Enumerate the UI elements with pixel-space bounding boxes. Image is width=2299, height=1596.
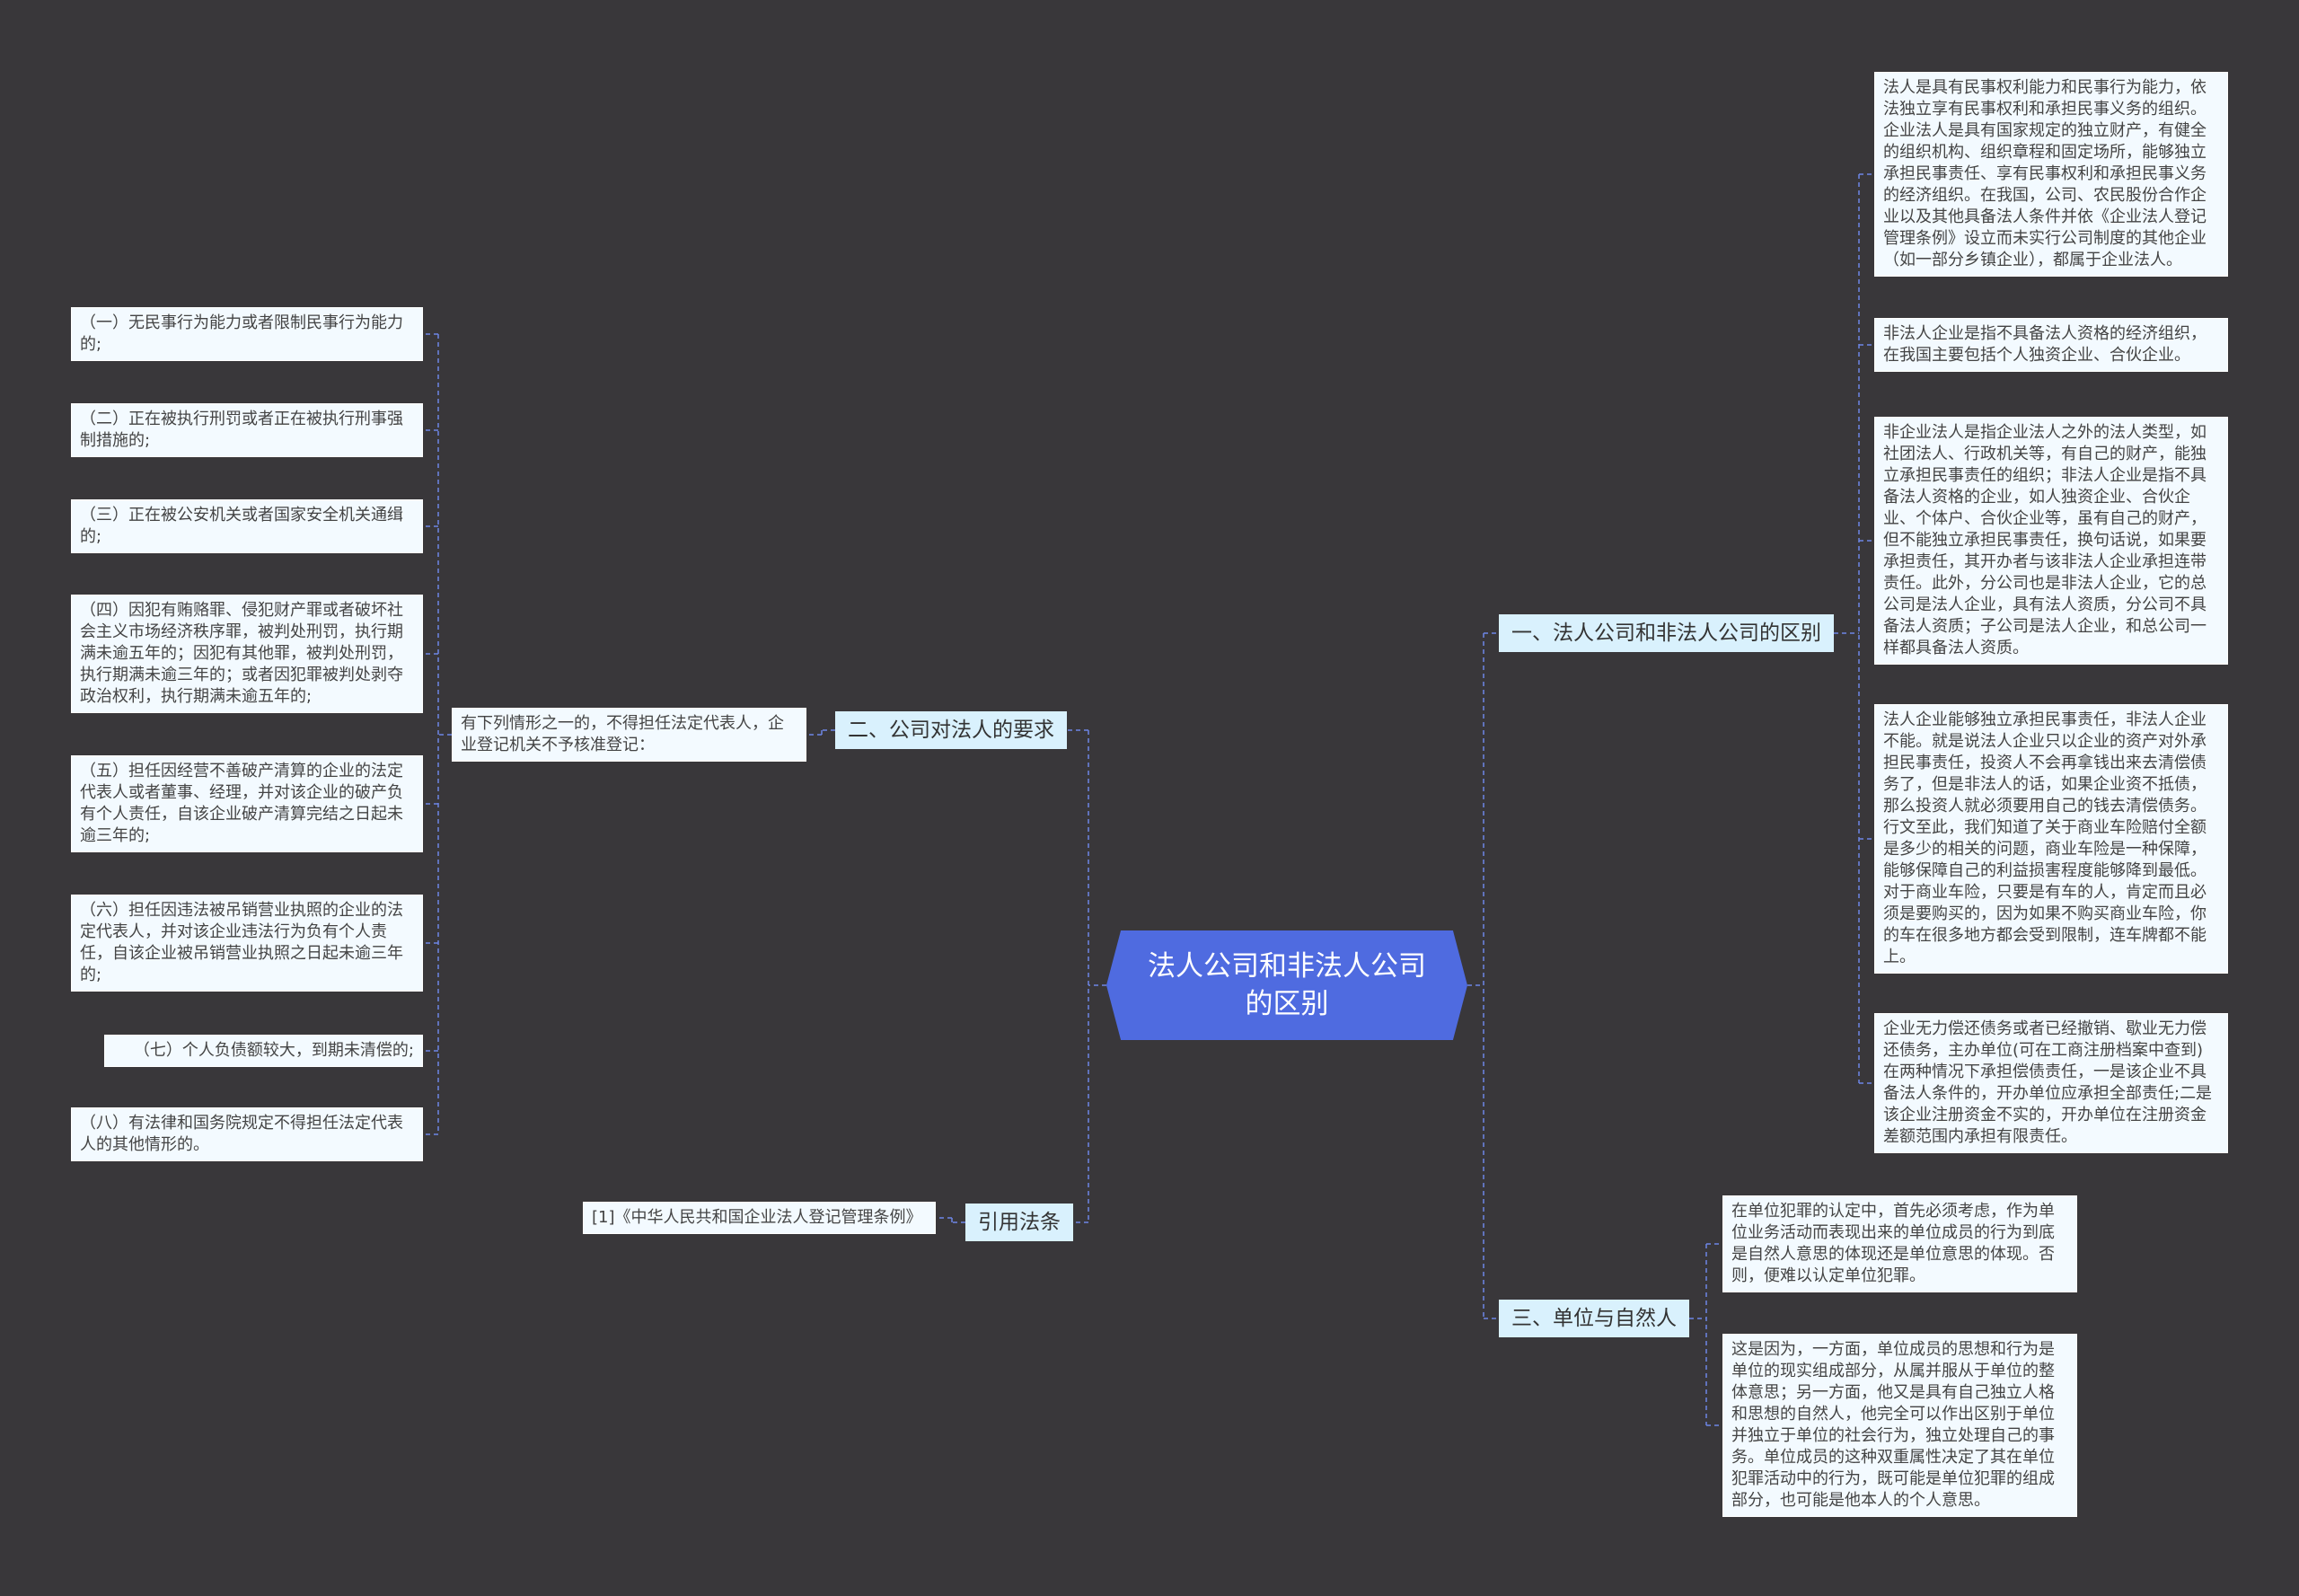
leaf-requirement-item[interactable]: （七）个人负债额较大，到期未清偿的; — [104, 1035, 423, 1067]
leaf-requirement-item[interactable]: （三）正在被公安机关或者国家安全机关通缉的; — [71, 499, 423, 553]
leaf-requirement-item[interactable]: （六）担任因违法被吊销营业执照的企业的法定代表人，并对该企业违法行为负有个人责任… — [71, 895, 423, 992]
leaf-non-legal-enterprise[interactable]: 非法人企业是指不具备法人资格的经济组织，在我国主要包括个人独资企业、合伙企业。 — [1874, 318, 2228, 372]
leaf-requirement-item[interactable]: （四）因犯有贿赂罪、侵犯财产罪或者破坏社会主义市场经济秩序罪，被判处刑罚，执行期… — [71, 595, 423, 713]
leaf-liability-difference[interactable]: 法人企业能够独立承担民事责任，非法人企业不能。就是说法人企业只以企业的资产对外承… — [1874, 704, 2228, 974]
branch-cited-law[interactable]: 引用法条 — [965, 1204, 1073, 1241]
leaf-requirement-item[interactable]: （八）有法律和国务院规定不得担任法定代表人的其他情形的。 — [71, 1107, 423, 1161]
leaf-requirement-item[interactable]: （一）无民事行为能力或者限制民事行为能力的; — [71, 307, 423, 361]
leaf-unit-crime-recognition[interactable]: 在单位犯罪的认定中，首先必须考虑，作为单位业务活动而表现出来的单位成员的行为到底… — [1722, 1195, 2077, 1292]
leaf-dual-attributes[interactable]: 这是因为，一方面，单位成员的思想和行为是单位的现实组成部分，从属并服从于单位的整… — [1722, 1334, 2077, 1517]
branch-unit-and-natural-person[interactable]: 三、单位与自然人 — [1499, 1300, 1689, 1337]
leaf-cited-regulation[interactable]: [1]《中华人民共和国企业法人登记管理条例》 — [583, 1202, 936, 1234]
leaf-requirements-intro[interactable]: 有下列情形之一的，不得担任法定代表人，企业登记机关不予核准登记： — [452, 708, 806, 762]
leaf-debt-repayment[interactable]: 企业无力偿还债务或者已经撤销、歇业无力偿还债务，主办单位(可在工商注册档案中查到… — [1874, 1013, 2228, 1153]
leaf-legal-person-definition[interactable]: 法人是具有民事权利能力和民事行为能力，依法独立享有民事权利和承担民事义务的组织。… — [1874, 72, 2228, 277]
leaf-non-enterprise-legal-person[interactable]: 非企业法人是指企业法人之外的法人类型，如社团法人、行政机关等，有自己的财产，能独… — [1874, 417, 2228, 665]
branch-company-requirements[interactable]: 二、公司对法人的要求 — [835, 711, 1067, 749]
branch-legal-vs-nonlegal[interactable]: 一、法人公司和非法人公司的区别 — [1499, 614, 1834, 652]
leaf-requirement-item[interactable]: （二）正在被执行刑罚或者正在被执行刑事强制措施的; — [71, 403, 423, 457]
root-topic[interactable]: 法人公司和非法人公司的区别 — [1106, 930, 1467, 1040]
leaf-requirement-item[interactable]: （五）担任因经营不善破产清算的企业的法定代表人或者董事、经理，并对该企业的破产负… — [71, 755, 423, 852]
